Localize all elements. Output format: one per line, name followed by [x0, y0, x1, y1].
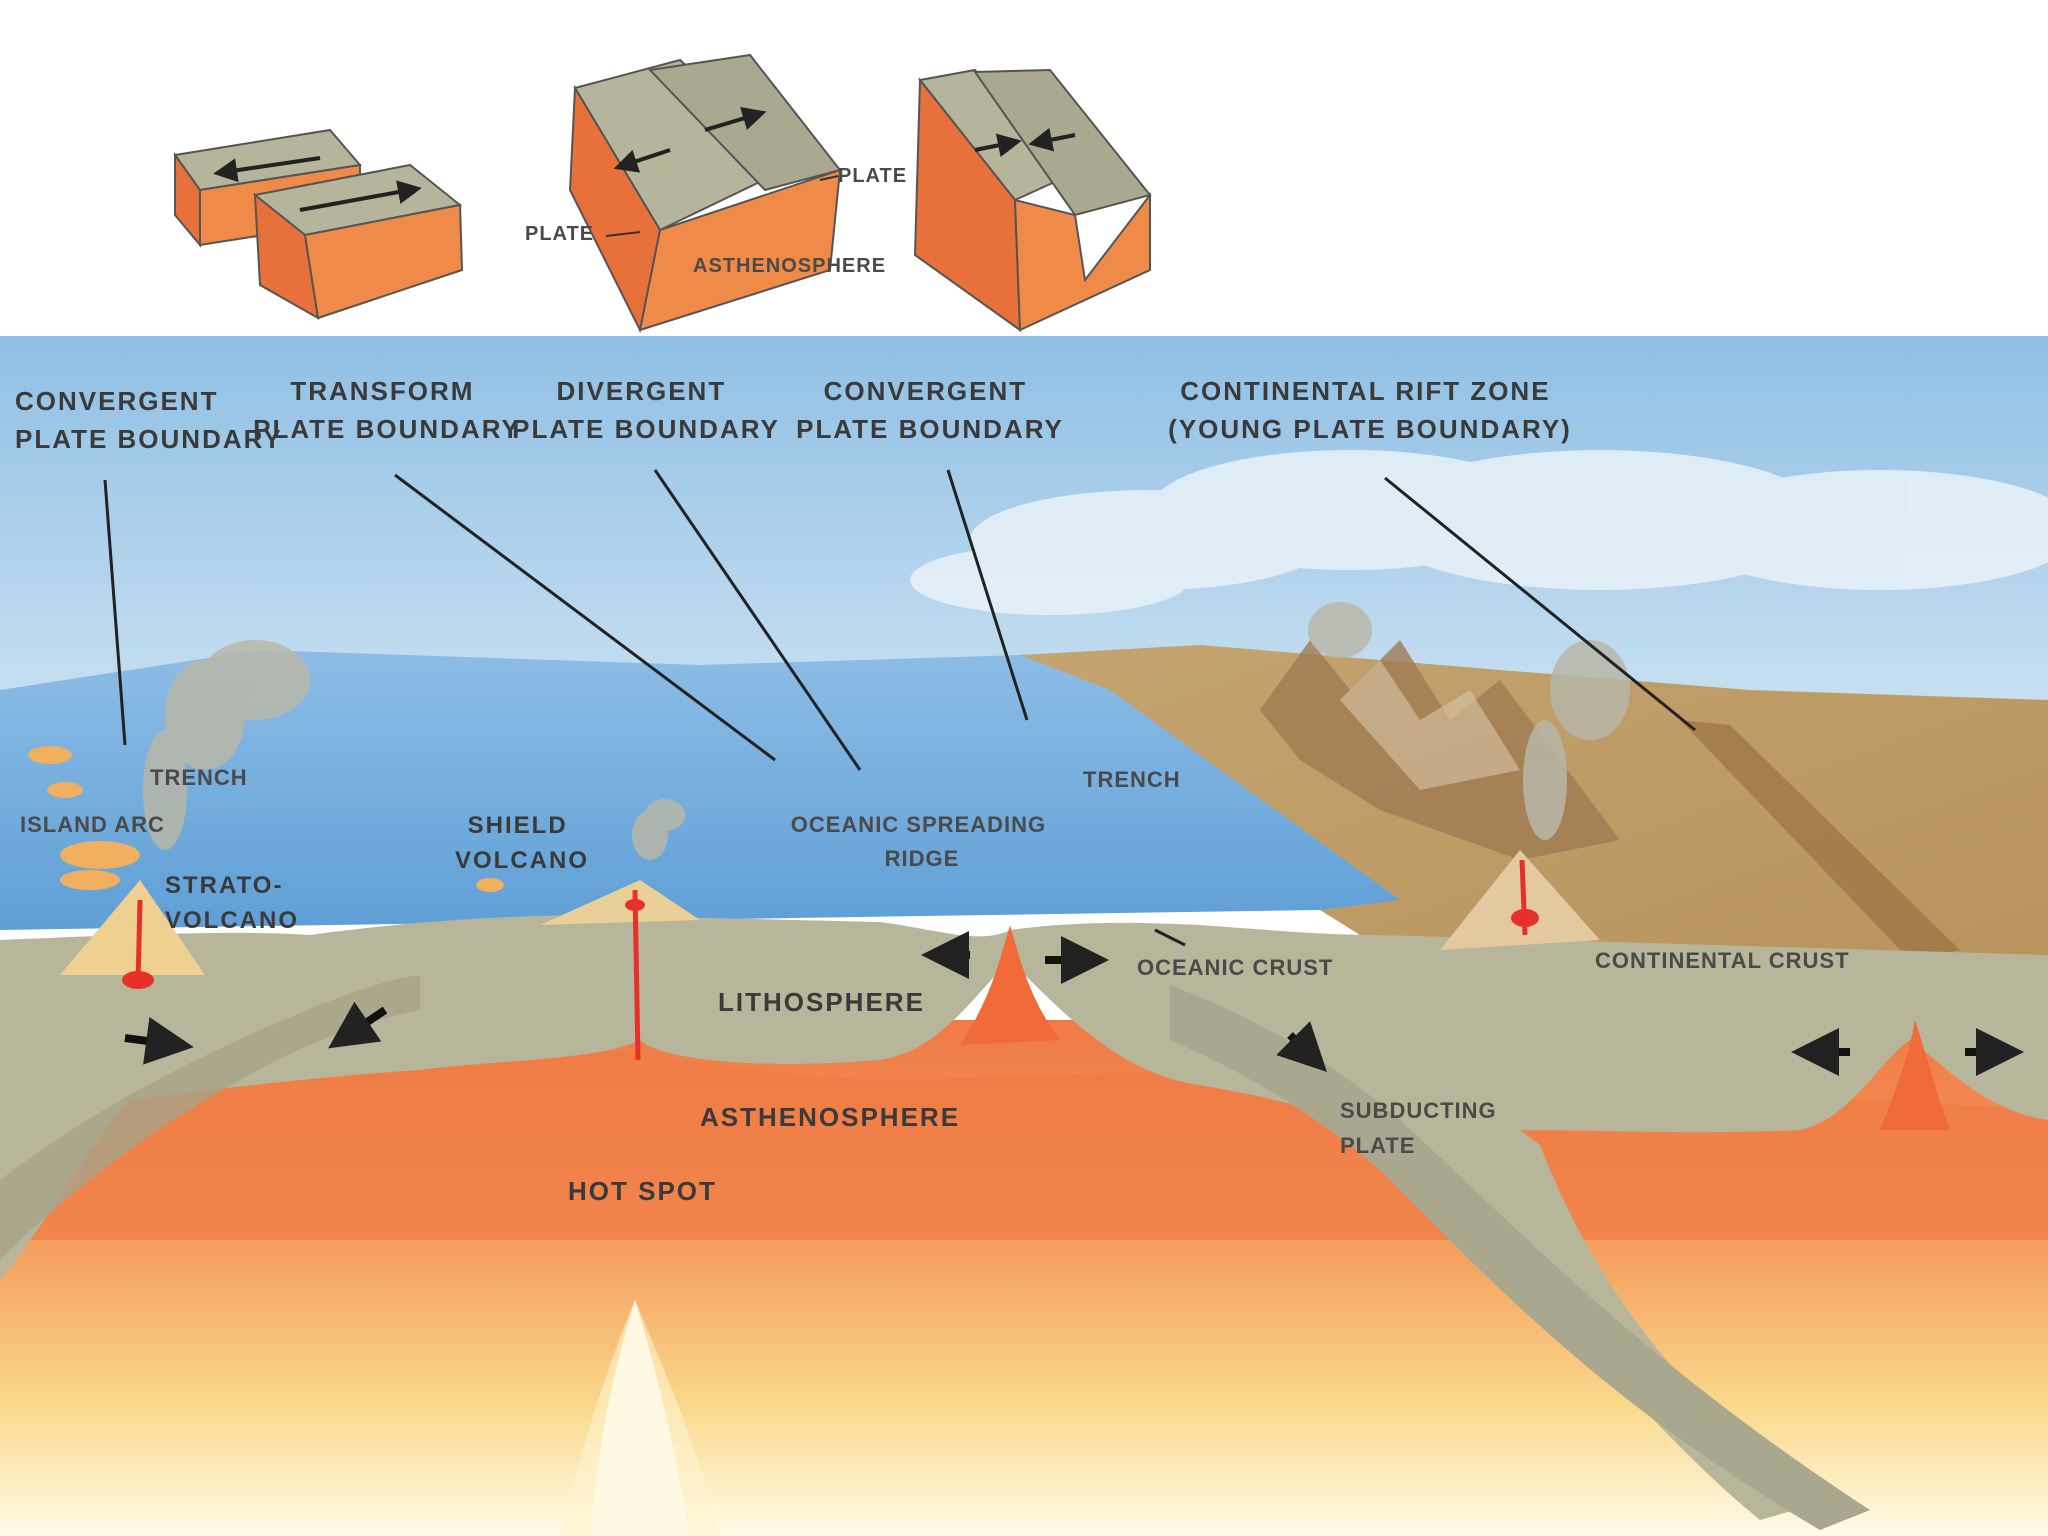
- island-arc-islands: [28, 746, 504, 892]
- header-convergent-right: CONVERGENT PLATE BOUNDARY: [796, 376, 1064, 444]
- feature-labels: TRENCH ISLAND ARC STRATO- VOLCANO SHIELD…: [20, 765, 1850, 1206]
- leader-lines: [103, 469, 1696, 947]
- label-oceanic-spreading-ridge: OCEANIC SPREADING RIDGE: [791, 812, 1053, 871]
- header-convergent-left: CONVERGENT PLATE BOUNDARY: [15, 386, 283, 454]
- label-asthenosphere: ASTHENOSPHERE: [700, 1102, 960, 1132]
- rift-valley: [1680, 720, 1960, 960]
- rift-magma: [1880, 1020, 1950, 1130]
- asthenosphere-block-label: ASTHENOSPHERE: [693, 255, 886, 277]
- label-strato-volcano: STRATO- VOLCANO: [165, 872, 299, 934]
- convergent-block-diagram: [913, 68, 1152, 332]
- ridge-magma: [960, 925, 1060, 1045]
- label-subducting-plate: SUBDUCTING PLATE: [1340, 1098, 1504, 1158]
- label-shield-volcano: SHIELD VOLCANO: [455, 812, 589, 874]
- label-lithosphere: LITHOSPHERE: [718, 987, 925, 1017]
- arrow-down-right-icon: [1276, 1021, 1327, 1072]
- arrow-down-left-icon: [328, 1001, 388, 1049]
- arrow-icon: [974, 133, 1022, 158]
- label-trench-right: TRENCH: [1083, 767, 1181, 792]
- motion-arrows: [124, 931, 2024, 1076]
- header-divergent: DIVERGENT PLATE BOUNDARY: [512, 376, 780, 444]
- volcanic-plumes: [143, 602, 1630, 860]
- arrow-icon: [704, 106, 767, 132]
- arrow-icon: [299, 180, 422, 212]
- arrow-icon: [613, 148, 671, 173]
- clouds: [910, 450, 2048, 615]
- label-continental-crust: CONTINENTAL CRUST: [1595, 948, 1850, 973]
- label-oceanic-crust: OCEANIC CRUST: [1137, 955, 1333, 980]
- arrow-right-icon: [124, 1017, 194, 1065]
- ocean: [0, 650, 1400, 930]
- main-cross-section: [0, 336, 2048, 1536]
- strato-volcano-cone: [60, 880, 205, 975]
- arrow-icon: [1028, 127, 1076, 152]
- boundary-headers: CONVERGENT PLATE BOUNDARY TRANSFORM PLAT…: [15, 376, 1572, 454]
- plate-label-left: PLATE: [525, 223, 594, 245]
- shield-volcano-cone: [540, 880, 700, 925]
- header-transform: TRANSFORM PLATE BOUNDARY: [253, 376, 521, 444]
- plate-label-right: PLATE: [838, 165, 907, 187]
- label-trench-left: TRENCH: [150, 765, 248, 790]
- lithosphere-layer: [0, 915, 2048, 1520]
- arrow-icon: [213, 156, 321, 183]
- divergent-block-diagram: PLATE PLATE ASTHENOSPHERE: [525, 53, 907, 334]
- label-island-arc: ISLAND ARC: [20, 812, 165, 837]
- continental-volcano-cone: [1440, 850, 1600, 950]
- transform-block-diagram: [173, 128, 464, 320]
- right-subducting-slab: [1170, 985, 1870, 1530]
- label-hot-spot: HOT SPOT: [568, 1176, 717, 1206]
- header-continental-rift: CONTINENTAL RIFT ZONE (YOUNG PLATE BOUND…: [1168, 376, 1572, 444]
